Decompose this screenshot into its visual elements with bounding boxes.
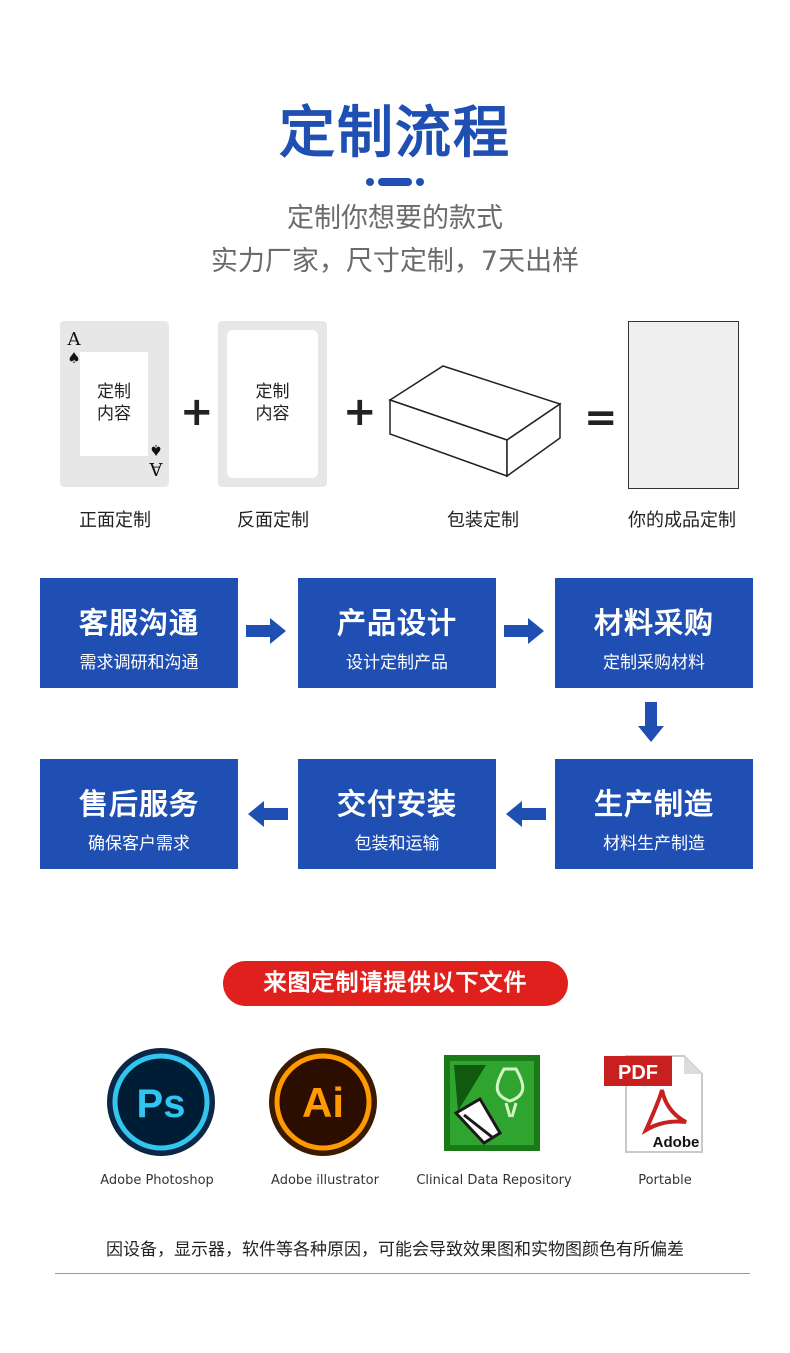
card-rank-bottom: A ♠ xyxy=(146,441,166,479)
step-desc: 材料生产制造 xyxy=(603,834,705,854)
result-label: 你的成品定制 xyxy=(628,510,736,531)
step-desc: 设计定制产品 xyxy=(346,653,448,673)
step-desc: 包装和运输 xyxy=(354,834,440,854)
step-material-purchase: 材料采购 定制采购材料 xyxy=(555,578,753,688)
step-title: 产品设计 xyxy=(336,606,457,640)
arrow-left-icon xyxy=(506,801,546,827)
step-product-design: 产品设计 设计定制产品 xyxy=(298,578,496,688)
subtitle-line-2: 实力厂家，尺寸定制，7天出样 xyxy=(210,246,580,277)
footer-divider xyxy=(55,1273,750,1274)
arrow-right-icon xyxy=(246,618,286,644)
pdf-icon: PDF Adobe xyxy=(604,1052,704,1156)
plus-sign: + xyxy=(180,389,214,435)
color-disclaimer: 因设备，显示器，软件等各种原因，可能会导致效果图和实物图颜色有所偏差 xyxy=(106,1240,684,1260)
front-card-label: 正面定制 xyxy=(79,510,151,531)
subtitle-line-1: 定制你想要的款式 xyxy=(287,203,503,234)
box-label: 包装定制 xyxy=(447,510,519,531)
card-rank-top: A ♠ xyxy=(64,331,84,368)
step-after-sales: 售后服务 确保客户需求 xyxy=(40,759,238,869)
step-customer-service: 客服沟通 需求调研和沟通 xyxy=(40,578,238,688)
app-name-pdf: Portable xyxy=(638,1173,692,1188)
app-name-illustrator: Adobe illustrator xyxy=(271,1173,379,1188)
step-title: 售后服务 xyxy=(78,787,199,821)
svg-text:Ai: Ai xyxy=(302,1079,344,1126)
box-icon xyxy=(385,362,565,480)
result-card xyxy=(628,321,739,489)
title-divider xyxy=(0,178,790,188)
step-title: 生产制造 xyxy=(593,787,714,821)
spade-icon: ♠ xyxy=(67,349,81,367)
back-card: 定制 内容 xyxy=(218,321,327,487)
back-card-content: 定制 内容 xyxy=(255,382,290,424)
back-card-label: 反面定制 xyxy=(237,510,309,531)
step-desc: 定制采购材料 xyxy=(603,653,705,673)
plus-sign: + xyxy=(343,389,377,435)
front-card-content: 定制 内容 xyxy=(97,382,131,424)
page-title: 定制流程 xyxy=(279,101,511,166)
app-name-photoshop: Adobe Photoshop xyxy=(100,1173,214,1188)
spade-icon: ♠ xyxy=(149,441,163,459)
svg-text:Adobe: Adobe xyxy=(653,1134,700,1151)
step-title: 材料采购 xyxy=(593,606,714,640)
equals-sign: = xyxy=(584,395,618,441)
step-desc: 需求调研和沟通 xyxy=(79,653,199,673)
front-card: A ♠ 定制 内容 A ♠ xyxy=(60,321,169,487)
svg-text:PDF: PDF xyxy=(618,1062,658,1084)
illustrator-icon: Ai xyxy=(268,1047,378,1157)
step-delivery: 交付安装 包装和运输 xyxy=(298,759,496,869)
coreldraw-icon xyxy=(444,1055,540,1151)
step-desc: 确保客户需求 xyxy=(88,834,190,854)
app-name-coreldraw: Clinical Data Repository xyxy=(416,1173,572,1188)
arrow-down-icon xyxy=(638,702,664,742)
photoshop-icon: Ps xyxy=(106,1047,216,1157)
file-requirements-banner: 来图定制请提供以下文件 xyxy=(223,961,568,1006)
step-title: 交付安装 xyxy=(336,787,457,821)
arrow-left-icon xyxy=(248,801,288,827)
step-manufacturing: 生产制造 材料生产制造 xyxy=(555,759,753,869)
step-title: 客服沟通 xyxy=(78,606,199,640)
svg-text:Ps: Ps xyxy=(137,1082,186,1126)
arrow-right-icon xyxy=(504,618,544,644)
